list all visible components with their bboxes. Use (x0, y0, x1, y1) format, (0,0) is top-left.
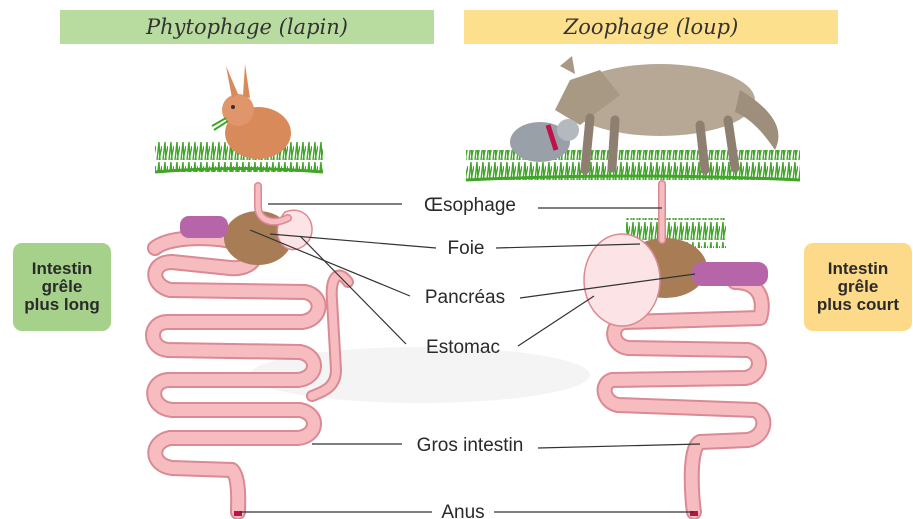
pancreas-left (180, 216, 228, 238)
label-gros-intestin: Gros intestin (417, 435, 524, 456)
label-foie: Foie (448, 238, 485, 259)
intestine-left (153, 238, 319, 512)
label-pancreas: Pancréas (425, 287, 505, 308)
pancreas-right (692, 262, 768, 286)
grass-icon (466, 150, 800, 180)
label-oesophage: Œsophage (424, 195, 516, 216)
herbivore-digestive-system (153, 186, 348, 516)
label-estomac: Estomac (426, 337, 500, 358)
label-anus: Anus (441, 502, 484, 519)
